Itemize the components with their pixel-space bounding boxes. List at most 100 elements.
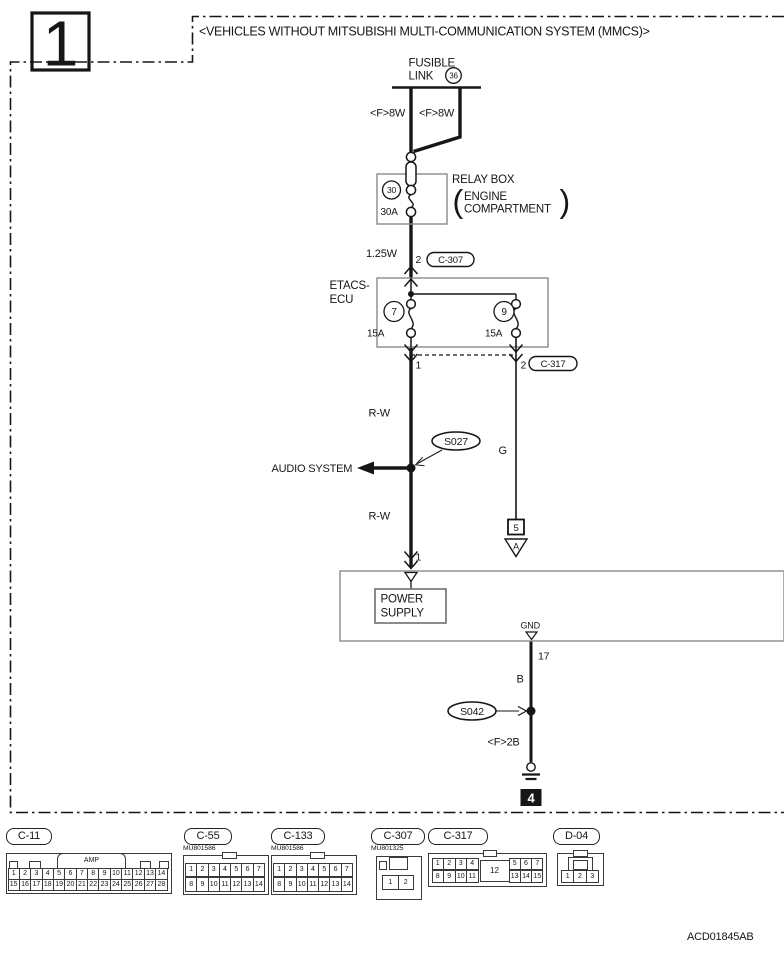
relay-box-location-1: ENGINE <box>464 191 507 203</box>
ref5-triangle <box>503 538 529 558</box>
pin-28: 28 <box>155 878 168 891</box>
relay-box: 30 30A RELAY BOX ( ENGINE COMPARTMENT ) <box>376 151 570 225</box>
pin-number-1: 1 <box>416 360 422 372</box>
audio-branch: R-W S027 AUDIO SYSTEM R-W 1 <box>272 408 481 564</box>
fusible-link-number-circle <box>445 67 462 84</box>
pin-2: 2 <box>573 870 587 883</box>
power-supply-label-1: POWER <box>381 594 423 606</box>
fuse9-number: 9 <box>501 307 507 318</box>
pin-12-cell: 12 <box>479 859 510 882</box>
paren-close: ) <box>560 184 570 220</box>
fuse7-rating: 15A <box>367 329 385 340</box>
part-number-c307: MU801325 <box>371 845 404 852</box>
joint-pointer-line <box>417 449 443 464</box>
pin-26: 26 <box>132 878 145 891</box>
pin-number-1-ps: 1 <box>416 552 422 564</box>
etacs-ecu: ETACS- ECU 7 15A 9 15A 1 2 C-317 <box>330 265 578 519</box>
fusible-link-capsule <box>405 161 417 187</box>
pin-7: 7 <box>531 857 544 870</box>
fusible-link-label-2: LINK <box>409 71 434 83</box>
fuse9-rating: 15A <box>485 329 503 340</box>
fuse-element <box>408 307 414 330</box>
diagram-title: <VEHICLES WITHOUT MITSUBISHI MULTI-COMMU… <box>199 25 650 39</box>
etacs-label-2: ECU <box>330 294 354 306</box>
pin-number-17: 17 <box>538 651 550 663</box>
gnd-triangle <box>524 631 539 641</box>
pin-12: 12 <box>230 877 243 892</box>
connector-ref-c307: C-307 <box>438 255 463 266</box>
fuse7-number: 7 <box>391 307 397 318</box>
latch-tab <box>222 851 237 859</box>
latch-tab <box>378 861 387 870</box>
g-branch: G 5 A <box>499 445 529 558</box>
pin-number-2: 2 <box>521 360 527 372</box>
keyway-inner <box>572 859 588 870</box>
audio-system-label: AUDIO SYSTEM <box>272 463 353 475</box>
pin-14: 14 <box>252 877 265 892</box>
entry-arrows <box>403 551 419 570</box>
pin-9: 9 <box>443 870 456 883</box>
fuse-element <box>408 193 414 209</box>
wire-label-f2b: <F>2B <box>488 737 520 749</box>
doc-code: ACD01845AB <box>687 931 754 943</box>
fusible-link-number: 36 <box>449 72 458 81</box>
wire-label-g: G <box>499 445 507 457</box>
fuse-holder-terminal <box>405 151 417 163</box>
connector-label-c133: C-133 <box>271 828 325 845</box>
relay-box-location-2: COMPARTMENT <box>464 204 551 216</box>
pin-16: 16 <box>18 878 32 891</box>
joint-pointer-arrowhead <box>517 705 528 717</box>
ground-branch: 17 B S042 <F>2B 4 <box>447 651 550 806</box>
latch-tab <box>483 849 497 857</box>
power-supply-box <box>374 588 447 624</box>
part-number-c133: MU801586 <box>271 845 304 852</box>
fusible-link: FUSIBLE LINK 36 <F>8W <F>8W <box>370 58 481 120</box>
ref4-number: 4 <box>527 791 535 806</box>
pin-1: 1 <box>561 870 575 883</box>
pin-15: 15 <box>531 870 544 883</box>
ref4-box <box>520 789 542 806</box>
fuse9-number-circle <box>493 300 515 323</box>
connector-ref-c317: C-317 <box>541 359 566 370</box>
female-terminal-triangle <box>403 571 419 583</box>
pin-22: 22 <box>87 878 100 891</box>
sheet-number: 1 <box>43 8 78 80</box>
pin-14: 14 <box>340 877 353 892</box>
gnd-label: GND <box>521 621 541 631</box>
pin-3: 3 <box>585 870 599 883</box>
latch-tab <box>389 856 408 870</box>
power-supply-label-2: SUPPLY <box>381 608 425 620</box>
connector-label-d04: D-04 <box>553 828 600 845</box>
pin-7: 7 <box>340 862 353 877</box>
pin-14: 14 <box>519 870 533 883</box>
wire-label-f8w-right: <F>8W <box>419 108 455 120</box>
audio-system-arrowhead <box>357 461 374 475</box>
connector-label-c317: C-317 <box>428 828 488 845</box>
pin-2: 2 <box>284 862 297 877</box>
fusible-link-label-1: FUSIBLE <box>409 58 456 70</box>
pin-4: 4 <box>466 857 479 870</box>
connector-label-c307: C-307 <box>371 828 425 845</box>
amp-bump: AMP <box>57 853 126 868</box>
part-number-c55: MU801586 <box>183 845 216 852</box>
feed-wires <box>409 88 533 762</box>
connector-label-c55: C-55 <box>184 828 232 845</box>
pin-1: 1 <box>382 875 399 890</box>
etacs-label-1: ETACS- <box>330 280 370 292</box>
junction-dot-s042 <box>526 706 536 716</box>
ground-terminal <box>526 762 536 772</box>
sheet-number-box: 1 <box>30 8 91 80</box>
